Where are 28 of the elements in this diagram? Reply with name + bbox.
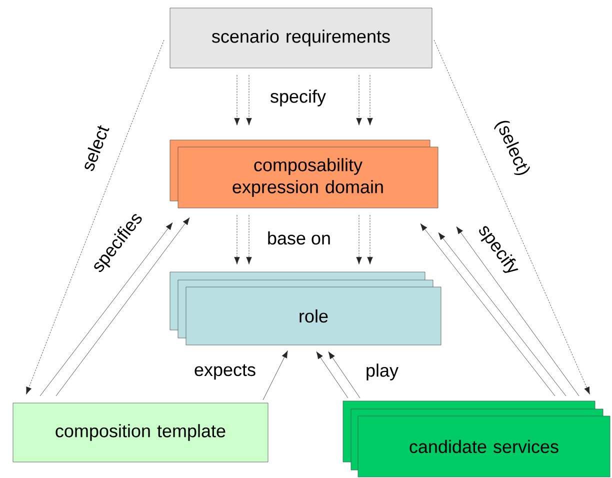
arrow xyxy=(356,74,362,126)
arrow xyxy=(246,214,252,264)
edge-label: expects xyxy=(192,363,258,381)
arrow xyxy=(328,351,360,398)
edge-label: base on xyxy=(266,230,332,246)
arrow xyxy=(420,223,556,396)
arrow xyxy=(262,350,288,400)
arrow xyxy=(356,214,362,264)
arrow xyxy=(456,226,580,396)
arrow xyxy=(434,40,590,394)
template-box: composition template xyxy=(12,402,268,462)
arrow xyxy=(234,214,240,264)
edge-label: specify xyxy=(269,88,328,108)
edge-label: play xyxy=(364,362,400,382)
arrow xyxy=(40,222,173,396)
arrow xyxy=(234,74,240,126)
arrow xyxy=(367,214,373,264)
arrow xyxy=(367,74,373,126)
arrow xyxy=(438,232,566,396)
arrow xyxy=(246,74,252,126)
arrow xyxy=(26,40,164,394)
arrow xyxy=(316,351,348,398)
edge-label: select xyxy=(79,122,111,174)
requirements-box: scenario requirements xyxy=(170,8,432,68)
services-box: candidate services xyxy=(342,400,610,478)
domain-box: composability expression domain xyxy=(170,140,438,208)
role-box: role xyxy=(170,272,442,346)
arrow xyxy=(56,217,190,396)
